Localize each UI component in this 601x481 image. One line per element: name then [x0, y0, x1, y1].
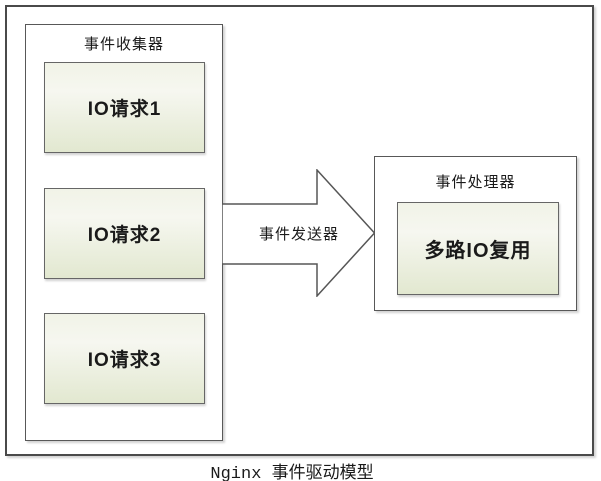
event-collector-title: 事件收集器	[83, 37, 164, 53]
io-request-3-label: IO请求3	[87, 350, 162, 371]
event-processor-title: 事件处理器	[435, 175, 516, 191]
diagram-caption: Nginx 事件驱动模型	[210, 465, 374, 481]
event-sender-arrow	[222, 169, 376, 297]
multiplex-io-label: 多路IO复用	[424, 240, 532, 262]
io-request-2-box: IO请求2	[44, 188, 205, 279]
io-request-2-label: IO请求2	[87, 225, 162, 246]
io-request-3-box: IO请求3	[44, 313, 205, 404]
io-request-1-box: IO请求1	[44, 62, 205, 153]
right-block-arrow-shape	[222, 169, 376, 297]
io-request-1-label: IO请求1	[87, 99, 162, 120]
multiplex-io-box: 多路IO复用	[397, 202, 559, 295]
event-sender-label: 事件发送器	[258, 227, 339, 243]
